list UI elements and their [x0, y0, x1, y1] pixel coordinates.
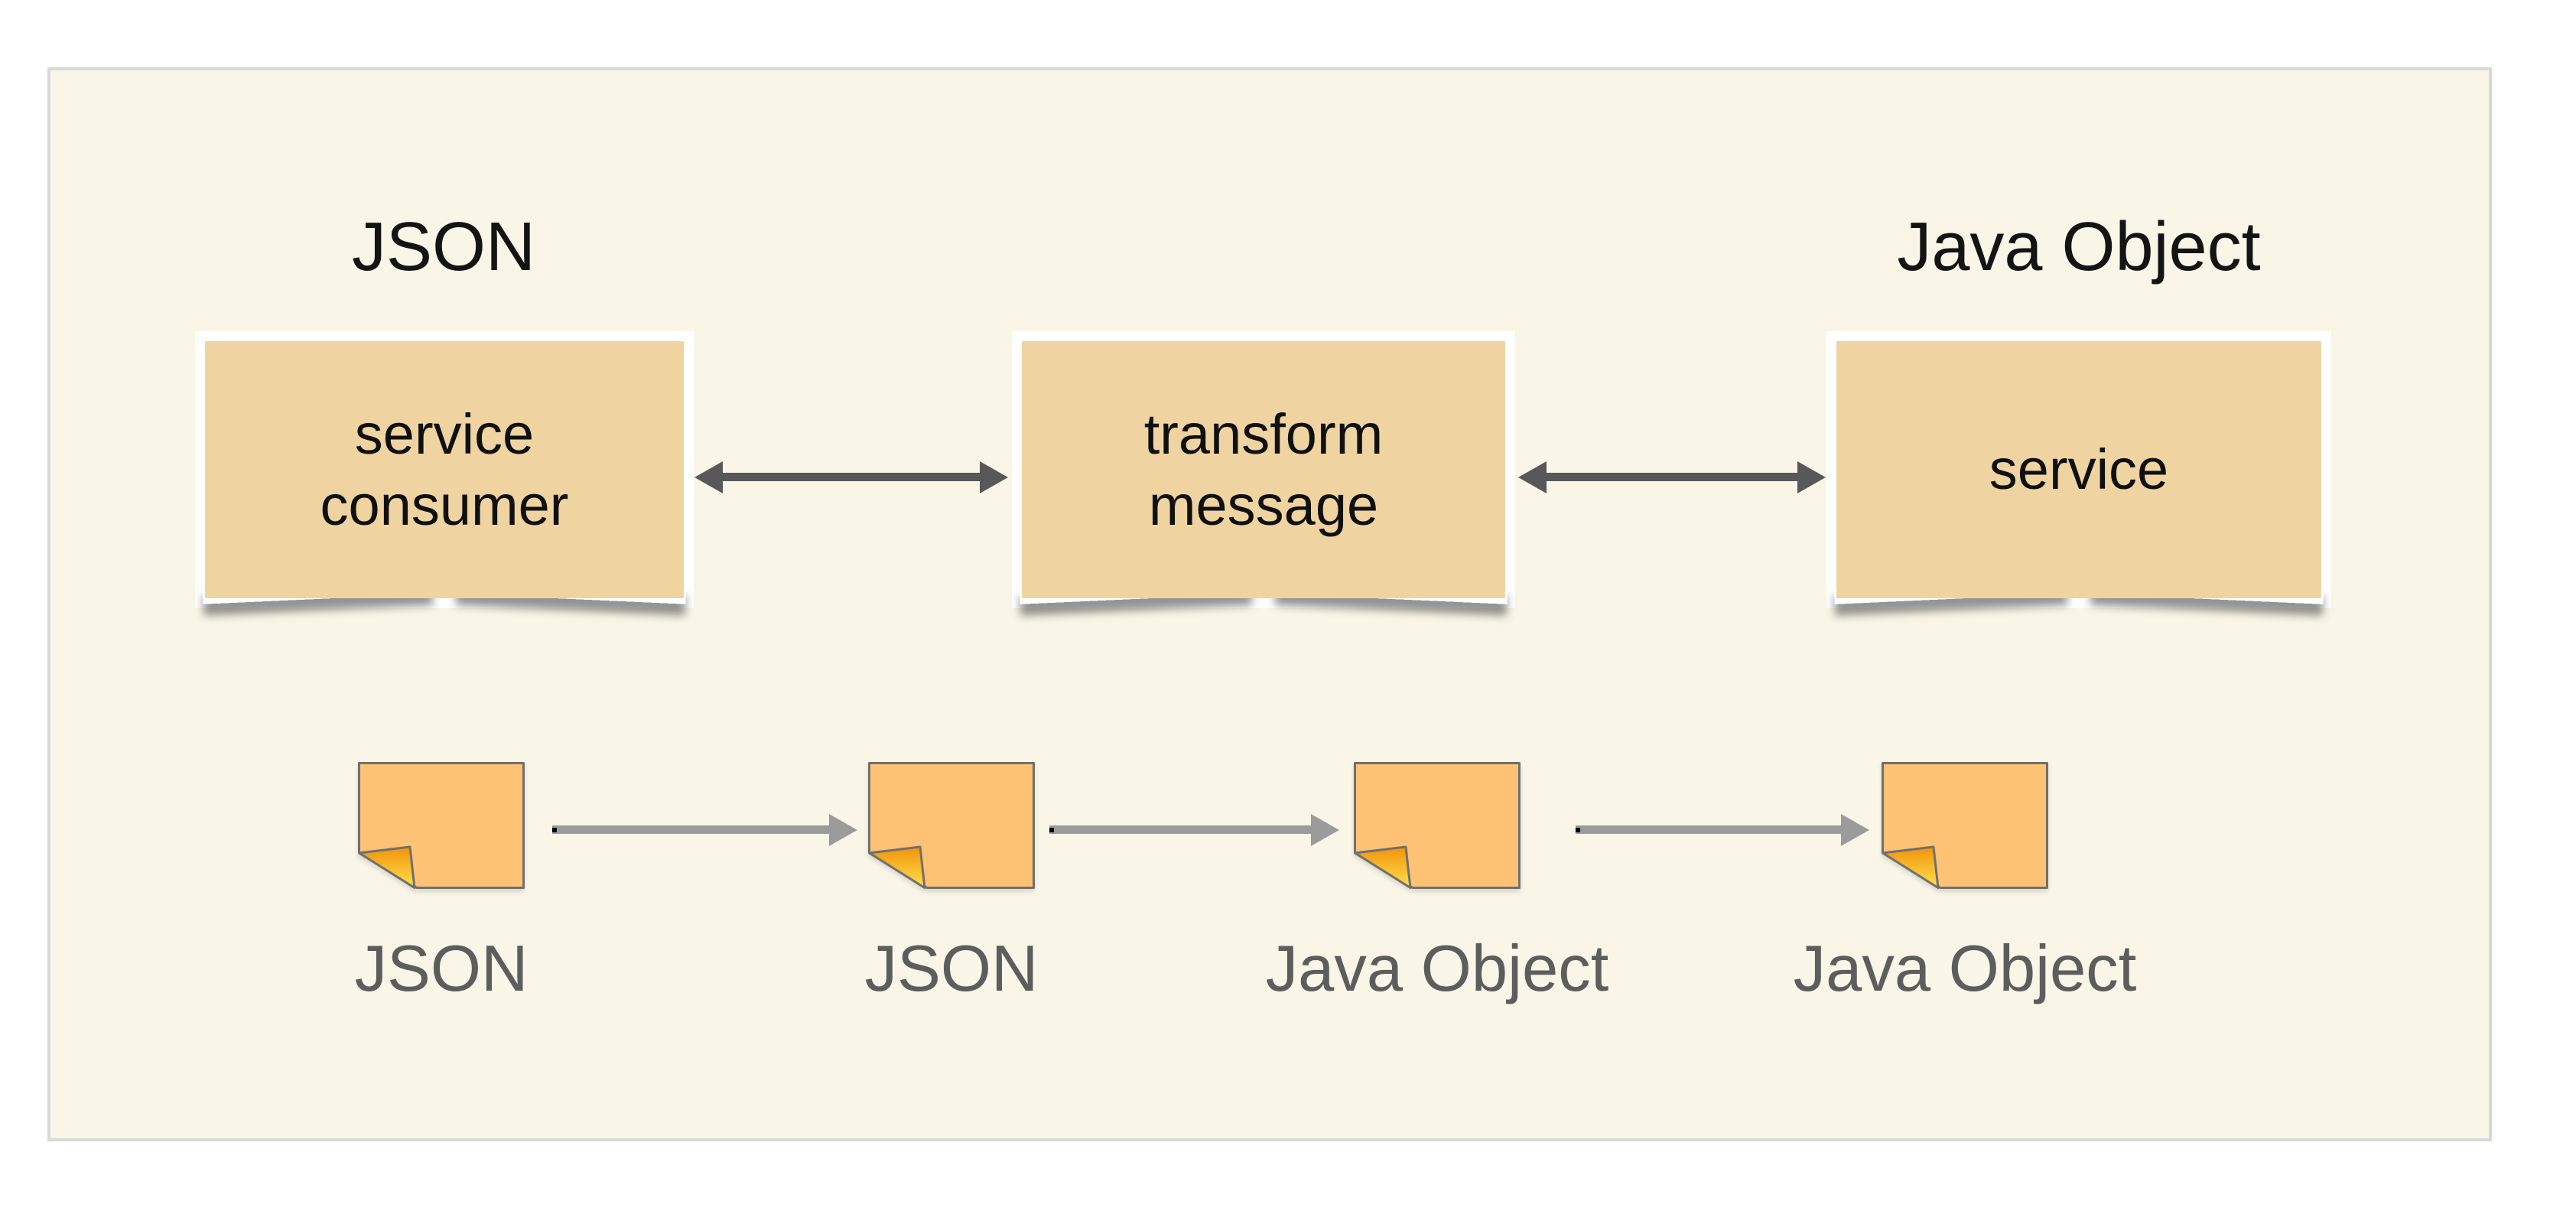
box-service-consumer-label: service consumer — [205, 341, 684, 598]
arrow-right-icon — [1576, 825, 1841, 834]
box-service: service — [1826, 331, 2331, 608]
document-icon — [1354, 762, 1521, 889]
arrow-right-icon — [1049, 825, 1311, 834]
box-service-consumer: service consumer — [195, 331, 694, 608]
box-service-label: service — [1836, 341, 2321, 598]
doc-label-json-2: JSON — [864, 933, 1039, 1005]
doc-label-java-object-1: Java Object — [1265, 933, 1609, 1005]
double-arrow-icon — [723, 473, 980, 481]
box-transform-message: transform message — [1012, 331, 1515, 608]
box-transform-message-label: transform message — [1022, 341, 1505, 598]
input-format-title: JSON — [351, 209, 536, 285]
output-format-title: Java Object — [1897, 209, 2261, 285]
document-icon — [868, 762, 1035, 889]
document-icon — [358, 762, 525, 889]
document-icon — [1882, 762, 2048, 889]
double-arrow-icon — [1547, 473, 1797, 481]
doc-label-json-1: JSON — [354, 933, 529, 1005]
arrow-right-icon — [552, 825, 829, 834]
doc-label-java-object-2: Java Object — [1793, 933, 2137, 1005]
